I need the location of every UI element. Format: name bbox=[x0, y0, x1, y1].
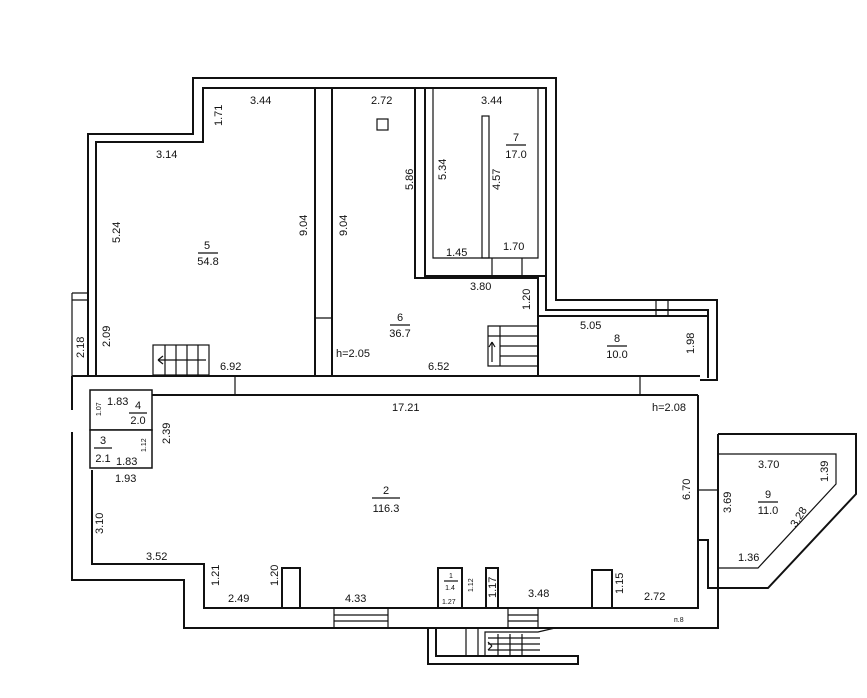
room-7-number: 7 bbox=[513, 132, 519, 144]
dim-label: 3.28 bbox=[788, 505, 810, 530]
dim-label: 1.27 bbox=[442, 599, 456, 606]
dim-label: 1.07 bbox=[96, 402, 103, 416]
dim-label: 5.24 bbox=[111, 222, 123, 243]
note-label: п.8 bbox=[674, 617, 684, 624]
dim-label: 1.98 bbox=[685, 333, 697, 354]
dim-label: 1.20 bbox=[521, 289, 533, 310]
dim-label: 5.34 bbox=[437, 159, 449, 180]
dim-label: 3.52 bbox=[146, 551, 167, 563]
dim-label: 1.45 bbox=[446, 247, 467, 259]
room-2-area: 116.3 bbox=[373, 503, 400, 515]
dim-label: 1.83 bbox=[116, 456, 137, 468]
room-6-area: 36.7 bbox=[389, 328, 410, 340]
room-5-area: 54.8 bbox=[197, 256, 218, 268]
room-5-number: 5 bbox=[204, 240, 210, 252]
room-1-area: 1.4 bbox=[445, 585, 455, 592]
dim-label: 2.49 bbox=[228, 593, 249, 605]
dim-label: 2.18 bbox=[75, 337, 87, 358]
dim-label: 1.12 bbox=[468, 578, 475, 592]
dim-label: 3.48 bbox=[528, 588, 549, 600]
dim-label: 5.05 bbox=[580, 320, 601, 332]
dim-label: 1.93 bbox=[115, 473, 136, 485]
column-square bbox=[376, 118, 389, 131]
dim-label: 3.44 bbox=[250, 95, 271, 107]
dim-label: 6.52 bbox=[428, 361, 449, 373]
stairs-room-6 bbox=[487, 325, 539, 367]
dim-label: 1.17 bbox=[487, 577, 499, 598]
dim-label: 6.92 bbox=[220, 361, 241, 373]
dim-label: 4.57 bbox=[491, 169, 503, 190]
room-4-area: 2.0 bbox=[130, 415, 145, 427]
room-4-number: 4 bbox=[135, 400, 141, 412]
room-3-number: 3 bbox=[100, 435, 106, 447]
room-7-area: 17.0 bbox=[505, 149, 526, 161]
dim-label: 3.80 bbox=[470, 281, 491, 293]
dim-label: 17.21 bbox=[392, 402, 420, 414]
dim-label: 3.70 bbox=[758, 459, 779, 471]
dim-label: 1.15 bbox=[614, 573, 626, 594]
room-8-area: 10.0 bbox=[606, 349, 627, 361]
dim-label: 3.10 bbox=[94, 513, 106, 534]
height-label-room-2: h=2.08 bbox=[652, 402, 686, 414]
room-3-area: 2.1 bbox=[95, 453, 110, 465]
dim-label: 1.70 bbox=[503, 241, 524, 253]
dimension-labels: 3.44 1.71 3.14 5.24 9.04 2.18 2.09 6.92 … bbox=[75, 95, 831, 606]
room-9-area: 11.0 bbox=[758, 505, 779, 517]
dim-label: 3.44 bbox=[481, 95, 502, 107]
dim-label: 9.04 bbox=[338, 215, 350, 236]
room-6-number: 6 bbox=[397, 312, 403, 324]
outer-walls bbox=[71, 77, 719, 629]
dim-label: 9.04 bbox=[298, 215, 310, 236]
dim-label: 3.69 bbox=[722, 492, 734, 513]
room-2-number: 2 bbox=[383, 485, 389, 497]
dim-label: 3.14 bbox=[156, 149, 177, 161]
dim-label: 2.72 bbox=[644, 591, 665, 603]
room-8-number: 8 bbox=[614, 333, 620, 345]
stairs-entrance bbox=[487, 634, 540, 656]
dim-label: 1.71 bbox=[213, 105, 225, 126]
dim-label: 2.09 bbox=[101, 326, 113, 347]
interior-walls bbox=[89, 88, 857, 665]
dim-label: 2.72 bbox=[371, 95, 392, 107]
dim-label: 5.86 bbox=[404, 169, 416, 190]
dim-label: 1.39 bbox=[819, 461, 831, 482]
dim-label: 1.83 bbox=[107, 396, 128, 408]
height-label-room-6: h=2.05 bbox=[336, 348, 370, 360]
stairs-room-5 bbox=[152, 344, 210, 376]
dim-label: 4.33 bbox=[345, 593, 366, 605]
dim-label: 1.36 bbox=[738, 552, 759, 564]
dim-label: 6.70 bbox=[681, 479, 693, 500]
dim-label: 2.39 bbox=[161, 423, 173, 444]
dim-label: 1.20 bbox=[269, 565, 281, 586]
room-1-number: 1 bbox=[449, 573, 453, 580]
dim-label: 1.12 bbox=[141, 438, 148, 452]
room-labels: 5 54.8 6 36.7 7 17.0 8 10.0 2 116.3 9 11… bbox=[94, 132, 778, 592]
dim-label: 1.21 bbox=[210, 565, 222, 586]
room-9-number: 9 bbox=[765, 489, 771, 501]
